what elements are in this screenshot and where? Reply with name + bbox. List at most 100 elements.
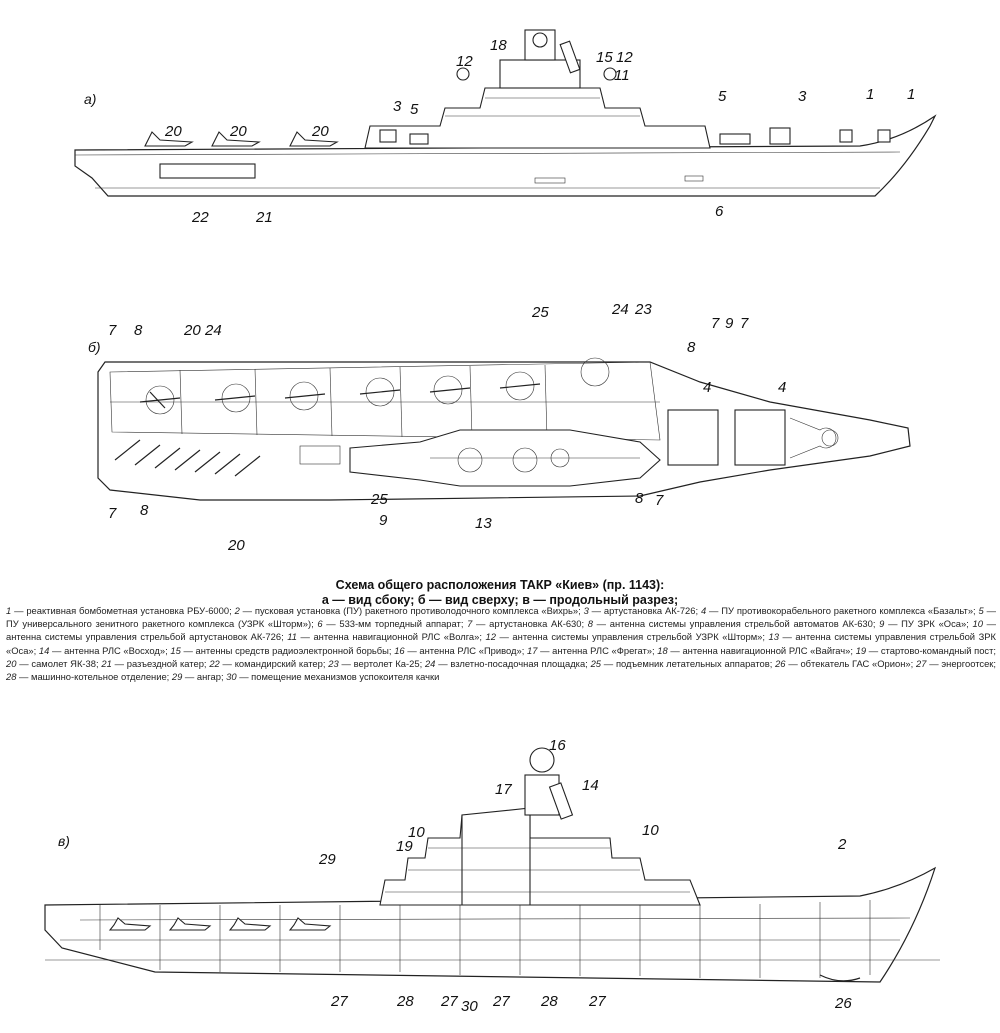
svg-text:7: 7 xyxy=(108,322,117,339)
legend-item-number: 25 xyxy=(590,657,602,669)
legend-item-text: — антенна системы управления стрельбой У… xyxy=(495,631,769,643)
legend-item-text: — ангар; xyxy=(182,671,227,683)
svg-text:27: 27 xyxy=(330,993,348,1010)
legend-item-number: 2 xyxy=(234,605,240,616)
legend-item-text: — машинно-котельное отделение; xyxy=(16,671,172,683)
side-callouts: 18 12 15 12 11 3 5 20 20 20 5 3 1 1 22 2… xyxy=(164,37,915,226)
svg-text:9: 9 xyxy=(725,315,734,332)
legend-item-text: — артустановка АК-630; xyxy=(472,618,588,630)
legend-item-number: 11 xyxy=(287,631,297,643)
boat-bay xyxy=(159,163,256,179)
svg-text:5: 5 xyxy=(410,101,419,118)
legend-item: 11 — антенна навигационной РЛС «Волга»; xyxy=(287,631,485,642)
legend-item-text: — командирский катер; xyxy=(219,657,329,669)
svg-text:25: 25 xyxy=(531,304,549,321)
forward-launchers xyxy=(667,409,839,466)
svg-text:22: 22 xyxy=(191,209,209,226)
legend-item-number: 19 xyxy=(855,644,867,656)
legend-item-number: 5 xyxy=(978,605,984,616)
svg-text:27: 27 xyxy=(588,993,606,1010)
svg-text:20: 20 xyxy=(311,123,329,140)
section-view-tag: в) xyxy=(58,833,70,849)
svg-text:10: 10 xyxy=(408,824,425,841)
legend-item-text: — антенна системы управления стрельбой а… xyxy=(592,618,880,630)
legend-item: 29 — ангар; xyxy=(172,671,226,682)
legend-item-text: — антенна навигационной РЛС «Волга»; xyxy=(296,631,486,643)
legend-item: 6 — 533-мм торпедный аппарат; xyxy=(317,618,467,629)
section-view: в) 16 17 14 10 19 10 xyxy=(44,737,940,1015)
legend-item-number: 30 xyxy=(226,671,237,683)
legend-item-number: 15 xyxy=(170,644,181,656)
svg-text:1: 1 xyxy=(866,86,874,103)
legend-item: 13 — антенна системы управления стрельбо… xyxy=(6,631,996,655)
legend-item-number: 6 xyxy=(317,618,323,630)
legend-item-text: — антенна РЛС «Привод»; xyxy=(404,644,527,656)
svg-text:1: 1 xyxy=(907,86,915,103)
svg-text:26: 26 xyxy=(834,995,852,1012)
legend-item-number: 10 xyxy=(972,618,983,630)
svg-text:24: 24 xyxy=(204,322,222,339)
legend-item: 16 — антенна РЛС «Привод»; xyxy=(394,645,527,656)
legend-item: 24 — взлетно-посадочная площадка; xyxy=(425,658,591,669)
legend-item: 17 — антенна РЛС «Фрегат»; xyxy=(527,645,657,656)
side-aircraft xyxy=(144,131,339,147)
legend-item: 9 — ПУ ЗРК «Оса»; xyxy=(879,618,972,629)
svg-text:7: 7 xyxy=(108,505,117,522)
legend-item: 3 — артустановка АК-726; xyxy=(584,605,701,616)
legend-item-text: — ПУ противокорабельного ракетного компл… xyxy=(706,605,979,616)
svg-text:16: 16 xyxy=(549,737,566,754)
caption-title: Схема общего расположения ТАКР «Киев» (п… xyxy=(335,578,665,592)
flight-deck xyxy=(109,361,661,441)
legend-item-text: — антенна системы управления стрельбой а… xyxy=(6,618,997,643)
legend-item-number: 29 xyxy=(171,671,183,683)
svg-text:2: 2 xyxy=(837,836,847,853)
section-hull xyxy=(44,866,937,983)
section-callouts: 16 17 14 10 19 10 29 2 27 28 27 30 27 28… xyxy=(318,737,852,1015)
legend-item-number: 8 xyxy=(587,618,593,630)
top-view-tag: б) xyxy=(88,339,101,355)
svg-text:5: 5 xyxy=(718,88,727,105)
side-island xyxy=(364,29,711,149)
svg-text:3: 3 xyxy=(798,88,807,105)
svg-text:20: 20 xyxy=(183,322,201,339)
legend-item-text: — антенна системы управления стрельбой З… xyxy=(6,631,996,656)
legend-item-number: 26 xyxy=(775,657,786,669)
legend-item-number: 1 xyxy=(6,605,12,616)
legend-item-text: — разъездной катер; xyxy=(111,657,210,669)
legend-item: 25 — подъемник летательных аппаратов; xyxy=(591,658,776,669)
figure-caption: Схема общего расположения ТАКР «Киев» (п… xyxy=(0,578,1000,608)
legend-item-number: 17 xyxy=(526,644,538,656)
svg-text:28: 28 xyxy=(540,993,558,1010)
svg-text:23: 23 xyxy=(634,301,652,318)
legend-item-number: 16 xyxy=(394,644,405,656)
svg-text:19: 19 xyxy=(396,838,413,855)
svg-text:7: 7 xyxy=(711,315,720,332)
sonar-dome xyxy=(819,974,861,982)
legend-item: 27 — энергоотсек; xyxy=(916,658,996,669)
side-view: а) 18 12 15 xyxy=(74,29,937,226)
svg-text:4: 4 xyxy=(703,379,711,396)
legend-item-number: 13 xyxy=(768,631,779,643)
svg-text:14: 14 xyxy=(582,777,599,794)
top-callouts: 7 8 20 24 25 24 23 7 9 7 8 4 4 7 8 20 25… xyxy=(108,301,786,554)
legend-item-number: 7 xyxy=(467,618,473,630)
legend-item-number: 4 xyxy=(700,605,707,616)
legend-item-text: — пусковая установка (ПУ) ракетного прот… xyxy=(239,605,584,616)
svg-text:12: 12 xyxy=(456,53,473,70)
svg-text:9: 9 xyxy=(379,512,388,529)
svg-text:30: 30 xyxy=(461,998,478,1015)
legend-item-text: — подъемник летательных аппаратов; xyxy=(601,657,776,669)
legend-item-text: — реактивная бомбометная установка РБУ-6… xyxy=(11,605,235,616)
svg-text:6: 6 xyxy=(715,203,724,220)
svg-text:10: 10 xyxy=(642,822,659,839)
legend-item-number: 24 xyxy=(424,657,436,669)
top-view: б) 7 xyxy=(88,301,911,554)
legend-item: 7 — артустановка АК-630; xyxy=(467,618,588,629)
svg-text:18: 18 xyxy=(490,37,507,54)
svg-text:12: 12 xyxy=(616,49,633,66)
legend-item: 23 — вертолет Ка-25; xyxy=(328,658,425,669)
legend-item-text: — взлетно-посадочная площадка; xyxy=(435,657,591,669)
legend-item: 12 — антенна системы управления стрельбо… xyxy=(486,631,769,642)
legend-item: 26 — обтекатель ГАС «Орион»; xyxy=(775,658,916,669)
